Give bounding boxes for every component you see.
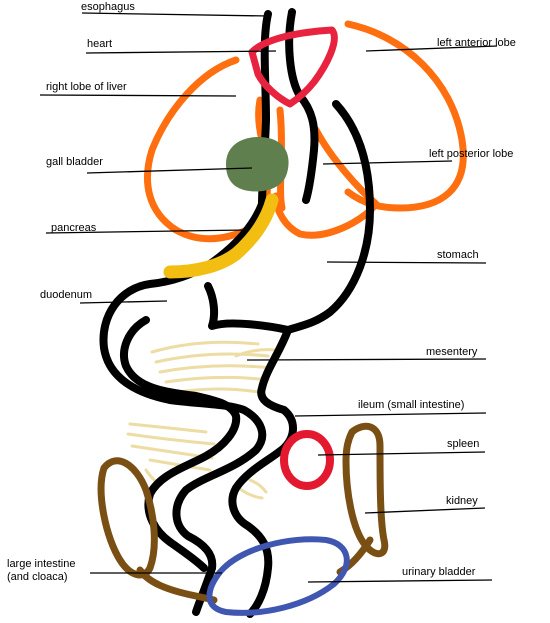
label-heart: heart xyxy=(87,38,113,50)
label-urinary-bladder: urinary bladder xyxy=(402,566,476,578)
label-gall-bladder: gall bladder xyxy=(46,156,103,168)
leader-pancreas xyxy=(45,229,247,234)
leader-ileum xyxy=(294,412,487,417)
left-posterior-lobe xyxy=(272,126,380,239)
leader-duodenum xyxy=(79,300,168,304)
label-stomach: stomach xyxy=(437,249,479,261)
label-duodenum: duodenum xyxy=(40,289,92,301)
leader-stomach xyxy=(326,261,487,264)
spleen xyxy=(280,430,334,490)
label-left-anterior-lobe: left anterior lobe xyxy=(437,37,516,49)
kidney-right xyxy=(342,422,389,558)
leader-esophagus xyxy=(81,12,269,17)
duodenum xyxy=(204,282,292,334)
label-left-posterior-lobe: left posterior lobe xyxy=(429,148,514,160)
leader-left-anterior-lobe xyxy=(365,45,498,52)
label-pancreas: pancreas xyxy=(51,222,97,234)
gall-bladder xyxy=(226,137,289,192)
leader-urinary-bladder xyxy=(307,579,493,583)
leader-lines xyxy=(39,12,498,583)
label-large-intestine: large intestine (and cloaca) xyxy=(7,558,76,583)
gut xyxy=(99,8,374,618)
leader-kidney xyxy=(364,507,486,514)
kidneys xyxy=(97,422,389,604)
leader-mesentery xyxy=(246,358,487,361)
kidney-left xyxy=(97,457,158,579)
pancreas xyxy=(163,193,279,279)
leader-right-lobe-of-liver xyxy=(39,94,237,97)
leader-gall-bladder xyxy=(86,167,253,174)
stomach xyxy=(284,100,374,334)
heart xyxy=(248,26,338,108)
leader-spleen xyxy=(317,451,486,456)
liver xyxy=(143,20,467,243)
label-esophagus: esophagus xyxy=(81,1,135,13)
leader-left-posterior-lobe xyxy=(322,160,453,165)
label-mesentery: mesentery xyxy=(426,346,478,358)
label-kidney: kidney xyxy=(446,495,478,507)
label-ileum: ileum (small intestine) xyxy=(358,399,465,411)
left-anterior-lobe xyxy=(344,20,467,212)
label-spleen: spleen xyxy=(447,438,480,450)
leader-heart xyxy=(85,50,277,54)
label-right-lobe-of-liver: right lobe of liver xyxy=(46,81,127,93)
urinary-bladder xyxy=(206,536,350,616)
